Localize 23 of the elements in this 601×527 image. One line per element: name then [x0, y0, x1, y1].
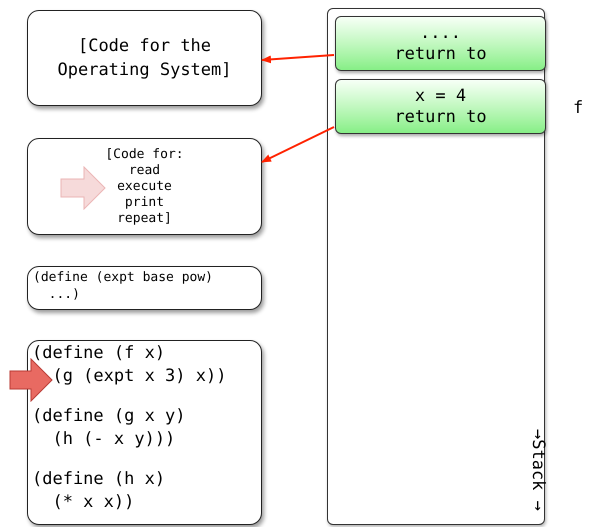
code-line: (h (- x y))) — [52, 428, 176, 451]
frame-text: .... — [420, 22, 461, 44]
code-box — [27, 340, 262, 525]
stack-label: →Stack → — [528, 429, 548, 511]
code-box — [27, 138, 262, 235]
code-line: (define (h x) — [32, 468, 166, 491]
frame-label: f — [573, 97, 584, 120]
code-line: (define (expt base pow) — [33, 269, 214, 286]
code-line: (define (g x y) — [32, 405, 186, 428]
arrow — [261, 126, 334, 163]
code-line: (g (expt x 3) x)) — [52, 365, 226, 388]
code-line: (define (f x) — [32, 342, 166, 365]
arrow — [261, 54, 334, 64]
stack-frame — [335, 16, 546, 71]
node-text: [Code for: read execute print repeat] — [104, 146, 185, 226]
code-box — [27, 10, 262, 106]
code-box — [27, 266, 262, 310]
frame-text: return to — [394, 106, 487, 128]
code-line: ...) — [48, 286, 80, 303]
frame-text: return to — [394, 44, 487, 64]
node-text: [Code for the Operating System] — [56, 35, 232, 82]
frame-text: x = 4 — [414, 86, 466, 106]
code-line: (* x x)) — [52, 491, 134, 514]
